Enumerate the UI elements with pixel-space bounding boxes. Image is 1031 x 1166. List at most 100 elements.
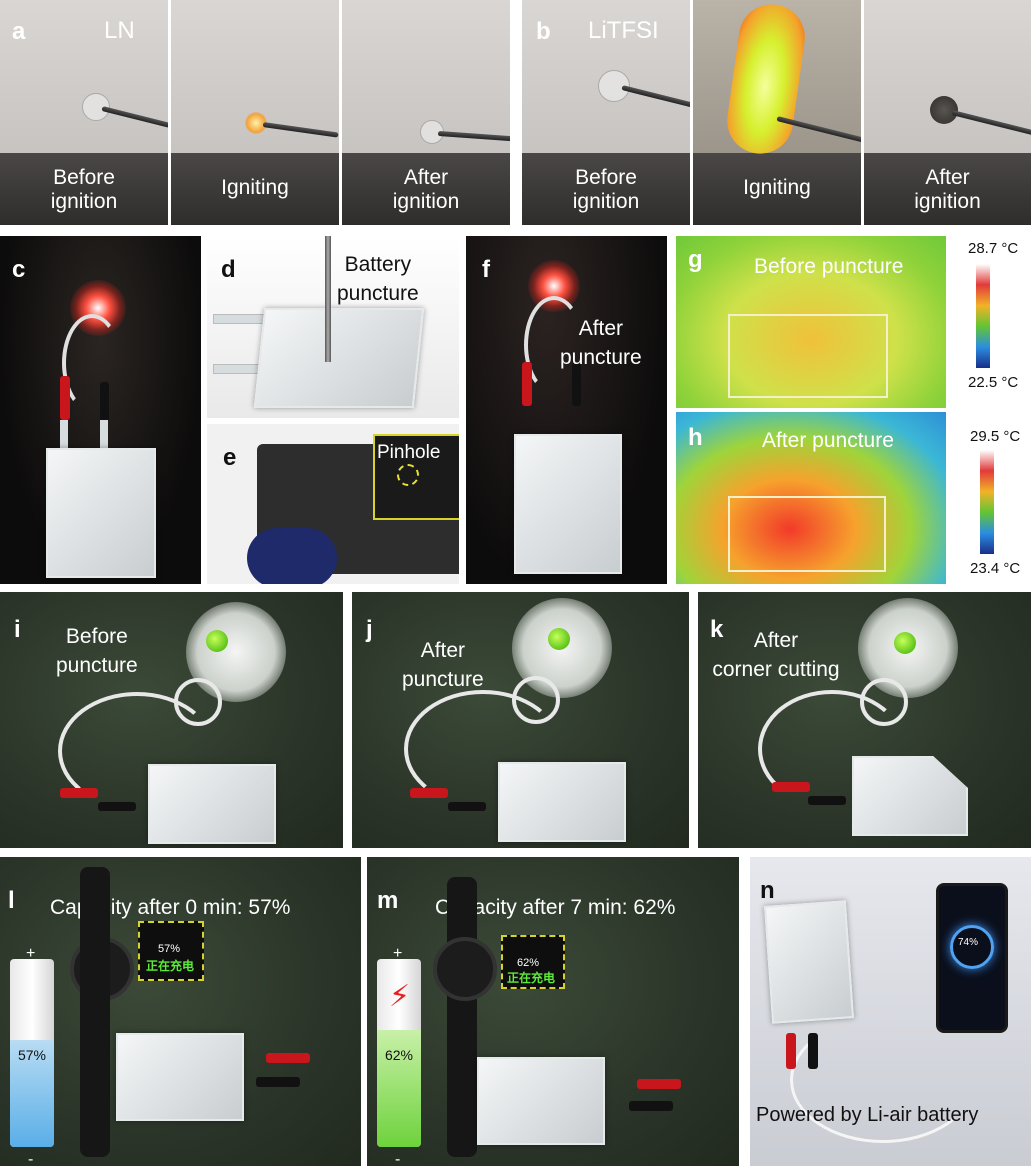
- panel-h-label: After puncture: [762, 429, 894, 452]
- panel-letter-d: d: [221, 256, 236, 283]
- battery-icon: 57%: [10, 959, 54, 1147]
- watch-strap: [80, 867, 110, 1157]
- caption-before-ignition: Before ignition: [572, 166, 640, 213]
- battery-minus-sign: -: [395, 1151, 401, 1166]
- panel-a-frame-3: After ignition: [342, 0, 510, 225]
- panel-letter-n: n: [760, 877, 775, 904]
- pouch-battery: [763, 900, 855, 1024]
- panel-c: c: [0, 236, 201, 584]
- pouch-battery: [46, 448, 156, 578]
- panel-n: n 74% Powered by Li-air battery: [750, 857, 1031, 1166]
- pinhole-marker: [397, 464, 419, 486]
- caption-igniting: Igniting: [221, 176, 289, 199]
- panel-letter-l: l: [8, 887, 15, 914]
- pouch-battery: [498, 762, 626, 842]
- panel-b-title: LiTFSI: [588, 17, 659, 44]
- battery-fill: [10, 1039, 54, 1147]
- pouch-battery: [116, 1033, 244, 1121]
- panel-n-label: Powered by Li-air battery: [756, 1104, 979, 1126]
- panel-d: Battery puncture d: [207, 236, 459, 418]
- panel-m: Capacity after 7 min: 62% m + ⚡ 62% - 62…: [367, 857, 739, 1166]
- panel-letter-c: c: [12, 256, 26, 283]
- color-scale-bar: [980, 450, 994, 554]
- scale-min: 22.5 °C: [968, 374, 1019, 391]
- panel-letter-j: j: [366, 616, 373, 643]
- burnt-disc: [930, 96, 958, 124]
- panel-g-label: Before puncture: [754, 255, 904, 278]
- panel-letter-g: g: [688, 246, 703, 273]
- panel-b-frame-3: After ignition: [864, 0, 1031, 225]
- scale-max: 28.7 °C: [968, 240, 1019, 257]
- panel-j-label: After puncture: [402, 639, 484, 691]
- color-scale-bar: [976, 264, 990, 368]
- panel-letter-e: e: [223, 444, 237, 471]
- panel-e: Pinhole e: [207, 424, 459, 584]
- panel-l: Capacity after 0 min: 57% l + 57% - 57% …: [0, 857, 361, 1166]
- watch-zoom-inset: [138, 921, 204, 981]
- phone-charge-text: 74%: [958, 937, 979, 948]
- panel-a-frame-1: Before ignition: [0, 0, 168, 225]
- smartphone: [936, 883, 1008, 1033]
- caption-igniting: Igniting: [743, 176, 811, 199]
- pouch-battery-cut: [852, 756, 968, 836]
- battery-fill: [377, 1030, 421, 1147]
- panel-letter-b: b: [536, 18, 551, 45]
- panel-h: After puncture h 29.5 °C 23.4 °C: [676, 412, 1031, 584]
- battery-icon: ⚡ 62%: [377, 959, 421, 1147]
- watch-strap: [447, 877, 477, 1157]
- thermal-pouch-outline: [728, 496, 886, 572]
- puncture-needle: [325, 236, 331, 362]
- panel-i-label: Before puncture: [56, 625, 138, 677]
- battery-level-text: 57%: [17, 1047, 47, 1063]
- watch-zoom-status: 正在充电: [507, 971, 556, 985]
- battery-minus-sign: -: [28, 1151, 34, 1166]
- battery-level-text: 62%: [384, 1047, 414, 1063]
- fan-hub: [206, 630, 228, 652]
- panel-letter-f: f: [482, 256, 490, 283]
- panel-letter-a: a: [12, 18, 26, 45]
- flame-small: [245, 112, 267, 134]
- scale-min: 23.4 °C: [970, 560, 1021, 577]
- fan-hub: [548, 628, 570, 650]
- panel-b: Before ignition Igniting After ignition …: [522, 0, 1031, 225]
- panel-letter-i: i: [14, 616, 21, 643]
- panel-b-frame-2: Igniting: [693, 0, 861, 225]
- thermal-pouch-outline: [728, 314, 888, 398]
- glove-hand: [247, 528, 337, 584]
- thermal-image-before: [676, 236, 946, 408]
- phone-charge-ring: [950, 925, 994, 969]
- panel-letter-m: m: [377, 887, 399, 914]
- fan-hub: [894, 632, 916, 654]
- charging-bolt-icon: ⚡: [389, 979, 411, 1014]
- panel-a-frame-2: Igniting: [171, 0, 339, 225]
- watch-zoom-text: 57%: [158, 943, 181, 955]
- watch-zoom-inset: [501, 935, 565, 989]
- panel-i: Before puncture i: [0, 592, 343, 848]
- pouch-battery: [514, 434, 622, 574]
- thermal-image-after: [676, 412, 946, 584]
- panel-letter-k: k: [710, 616, 724, 643]
- panel-b-frame-1: Before ignition: [522, 0, 690, 225]
- panel-a-title: LN: [104, 17, 135, 44]
- panel-letter-h: h: [688, 424, 703, 451]
- panel-f: After puncture f: [466, 236, 667, 584]
- panel-j: After puncture j: [352, 592, 689, 848]
- battery-plus-sign: +: [393, 945, 403, 962]
- panel-e-label: Pinhole: [377, 442, 441, 463]
- panel-k-label: After corner cutting: [712, 629, 840, 681]
- caption-after-ignition: After ignition: [392, 166, 460, 213]
- caption-after-ignition: After ignition: [914, 166, 981, 213]
- panel-d-label: Battery puncture: [337, 253, 419, 305]
- panel-g: Before puncture g 28.7 °C 22.5 °C: [676, 236, 1031, 408]
- scale-max: 29.5 °C: [970, 428, 1021, 445]
- smartwatch: [433, 937, 497, 1001]
- panel-f-label: After puncture: [560, 317, 642, 369]
- watch-zoom-text: 62%: [517, 957, 540, 969]
- pouch-battery: [477, 1057, 605, 1145]
- battery-plus-sign: +: [26, 945, 36, 962]
- panel-k: After corner cutting k: [698, 592, 1031, 848]
- pouch-battery: [253, 308, 425, 408]
- panel-a: Before ignition Igniting After ignition …: [0, 0, 510, 225]
- pouch-battery: [148, 764, 276, 844]
- watch-zoom-status: 正在充电: [146, 959, 195, 973]
